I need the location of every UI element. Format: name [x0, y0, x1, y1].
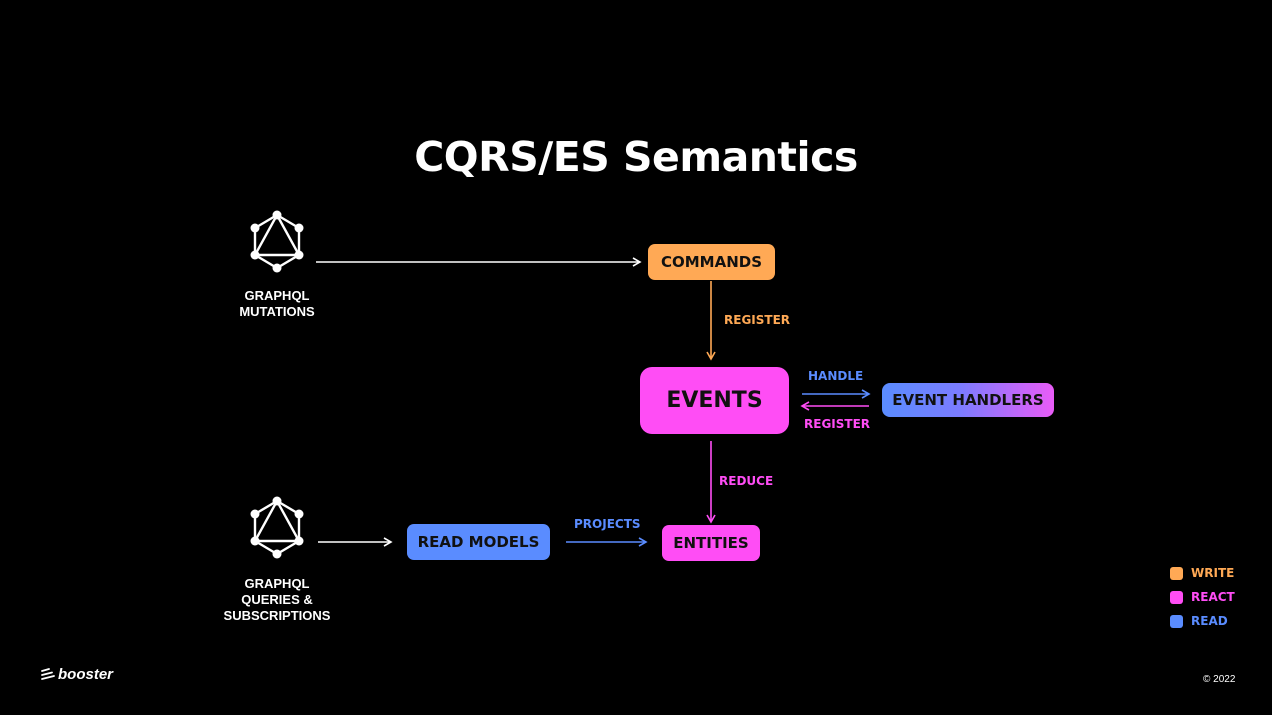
edge-label-handle: HANDLE — [808, 369, 864, 383]
write-swatch — [1170, 566, 1183, 580]
legend-item-write: WRITE — [1170, 561, 1235, 585]
entities-node: ENTITIES — [662, 525, 760, 561]
legend-label: REACT — [1191, 590, 1235, 604]
graphql-icon — [250, 496, 304, 559]
graphql-icon — [250, 210, 304, 273]
booster-logo: booster — [40, 666, 113, 683]
legend-item-read: READ — [1170, 609, 1235, 633]
copyright: © 2022 — [1203, 674, 1236, 685]
mutations-label-line2: MUTATIONS — [239, 304, 315, 319]
edge-label-reduce: REDUCE — [719, 474, 774, 488]
react-swatch — [1170, 590, 1183, 604]
mutations-label: GRAPHQL MUTATIONS — [217, 288, 337, 320]
read-models-node: READ MODELS — [407, 524, 550, 560]
edge-label-register-handlers: REGISTER — [804, 417, 871, 431]
slide-title: CQRS/ES Semantics — [414, 133, 858, 181]
booster-logo-icon — [41, 667, 55, 680]
mutations-label-line1: GRAPHQL — [244, 288, 310, 303]
events-node: EVENTS — [640, 367, 789, 434]
event-handlers-node: EVENT HANDLERS — [882, 383, 1054, 417]
queries-label-line2: QUERIES & — [241, 592, 313, 607]
legend-label: READ — [1191, 614, 1228, 628]
legend-label: WRITE — [1191, 566, 1235, 580]
commands-node: COMMANDS — [648, 244, 775, 280]
queries-label: GRAPHQL QUERIES & SUBSCRIPTIONS — [207, 576, 347, 624]
legend: WRITE REACT READ — [1170, 561, 1235, 633]
legend-item-react: REACT — [1170, 585, 1235, 609]
queries-label-line3: SUBSCRIPTIONS — [223, 608, 331, 623]
edge-label-register-commands: REGISTER — [724, 313, 791, 327]
edge-label-projects: PROJECTS — [574, 517, 641, 531]
brand-name: booster — [58, 666, 114, 683]
read-swatch — [1170, 614, 1183, 628]
queries-label-line1: GRAPHQL — [244, 576, 310, 591]
